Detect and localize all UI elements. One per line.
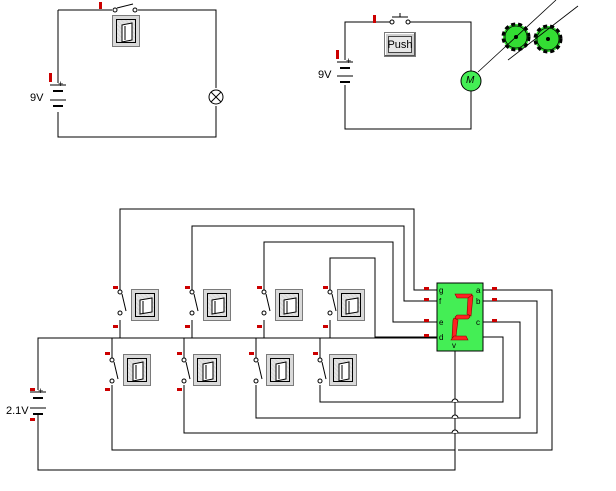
- wire: [410, 21, 472, 71]
- gear-icon: [533, 24, 563, 54]
- pin-label-e: e: [439, 318, 444, 327]
- wire: [57, 106, 217, 138]
- toggle-switch-button[interactable]: [123, 354, 151, 386]
- toggle-switch-button[interactable]: [203, 289, 231, 321]
- lamp-circuit: [57, 9, 217, 138]
- terminal-marker: [99, 2, 102, 9]
- battery-polarity-label: +: [38, 386, 44, 396]
- pin-label-a: a: [476, 286, 481, 295]
- switch-contacts: [117, 289, 337, 316]
- toggle-switch-button[interactable]: [193, 354, 221, 386]
- terminal-marker: [336, 50, 339, 59]
- battery-symbol: [30, 391, 46, 425]
- battery-voltage-label: 9V: [30, 92, 44, 104]
- push-switch-contacts: [389, 13, 411, 25]
- pin-label-g: g: [439, 286, 444, 295]
- motion-lines: [477, 0, 579, 73]
- wire: [344, 85, 472, 130]
- wire: [138, 9, 217, 88]
- motor-icon[interactable]: [460, 70, 482, 92]
- pin-label-d: d: [439, 333, 444, 342]
- pin-label-c: c: [476, 318, 480, 327]
- lamp-icon: [208, 89, 224, 105]
- terminal-marker: [49, 73, 52, 82]
- switch-contacts: [109, 357, 327, 384]
- pin-label-f: f: [439, 297, 442, 306]
- battery-polarity-label: +: [346, 56, 352, 66]
- toggle-switch-button[interactable]: [337, 289, 365, 321]
- battery-symbol: [337, 61, 353, 83]
- push-button-label: Push: [387, 36, 413, 53]
- seven-segment-display[interactable]: [436, 282, 484, 352]
- toggle-switch-button[interactable]: [131, 289, 159, 321]
- pin-label-b: b: [476, 297, 481, 306]
- pin-label-v: v: [452, 341, 456, 350]
- toggle-switch-button[interactable]: [266, 354, 294, 386]
- battery-symbol: [50, 84, 66, 107]
- push-button[interactable]: Push: [384, 32, 416, 57]
- switch-contacts: [112, 3, 138, 13]
- digit-segments: [450, 293, 474, 341]
- motor-label: M: [466, 75, 475, 86]
- terminal-markers: [30, 286, 497, 421]
- display-circuit-wires: [37, 208, 553, 471]
- battery-polarity-label: +: [58, 79, 64, 89]
- toggle-switch-button[interactable]: [275, 289, 303, 321]
- toggle-switch-button[interactable]: [112, 15, 140, 47]
- wire-crossings: [451, 398, 459, 434]
- battery-voltage-label: 9V: [318, 69, 332, 81]
- toggle-switch-button[interactable]: [329, 354, 357, 386]
- terminal-marker: [373, 15, 376, 23]
- battery-voltage-label: 2.1V: [6, 405, 29, 417]
